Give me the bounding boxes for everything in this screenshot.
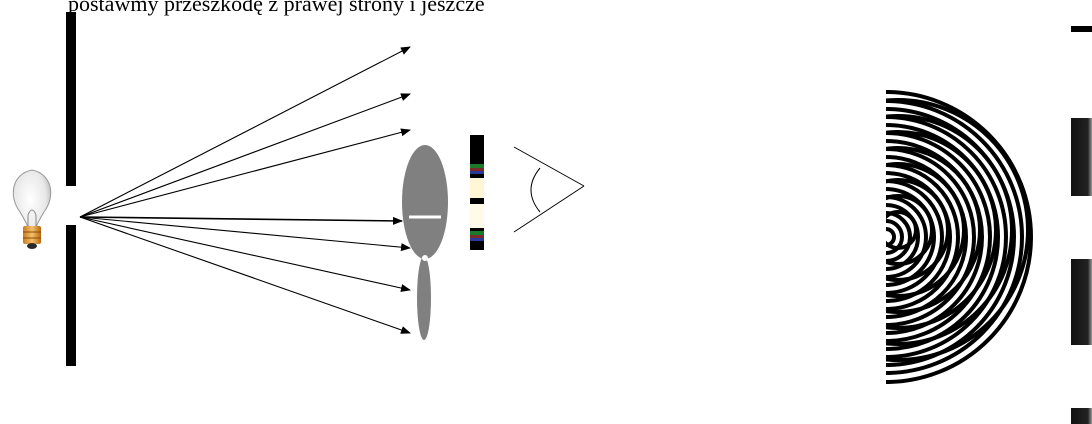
light-bulb-icon [13,170,51,249]
barrier-upper [66,12,76,186]
barrier-lower [66,225,76,366]
light-rays [80,47,410,333]
eye-icon [514,147,584,232]
intensity-pattern [402,145,448,340]
fringe-screen [470,135,484,250]
edge-fringes [1071,26,1092,424]
wavefront-pattern [741,92,1031,382]
